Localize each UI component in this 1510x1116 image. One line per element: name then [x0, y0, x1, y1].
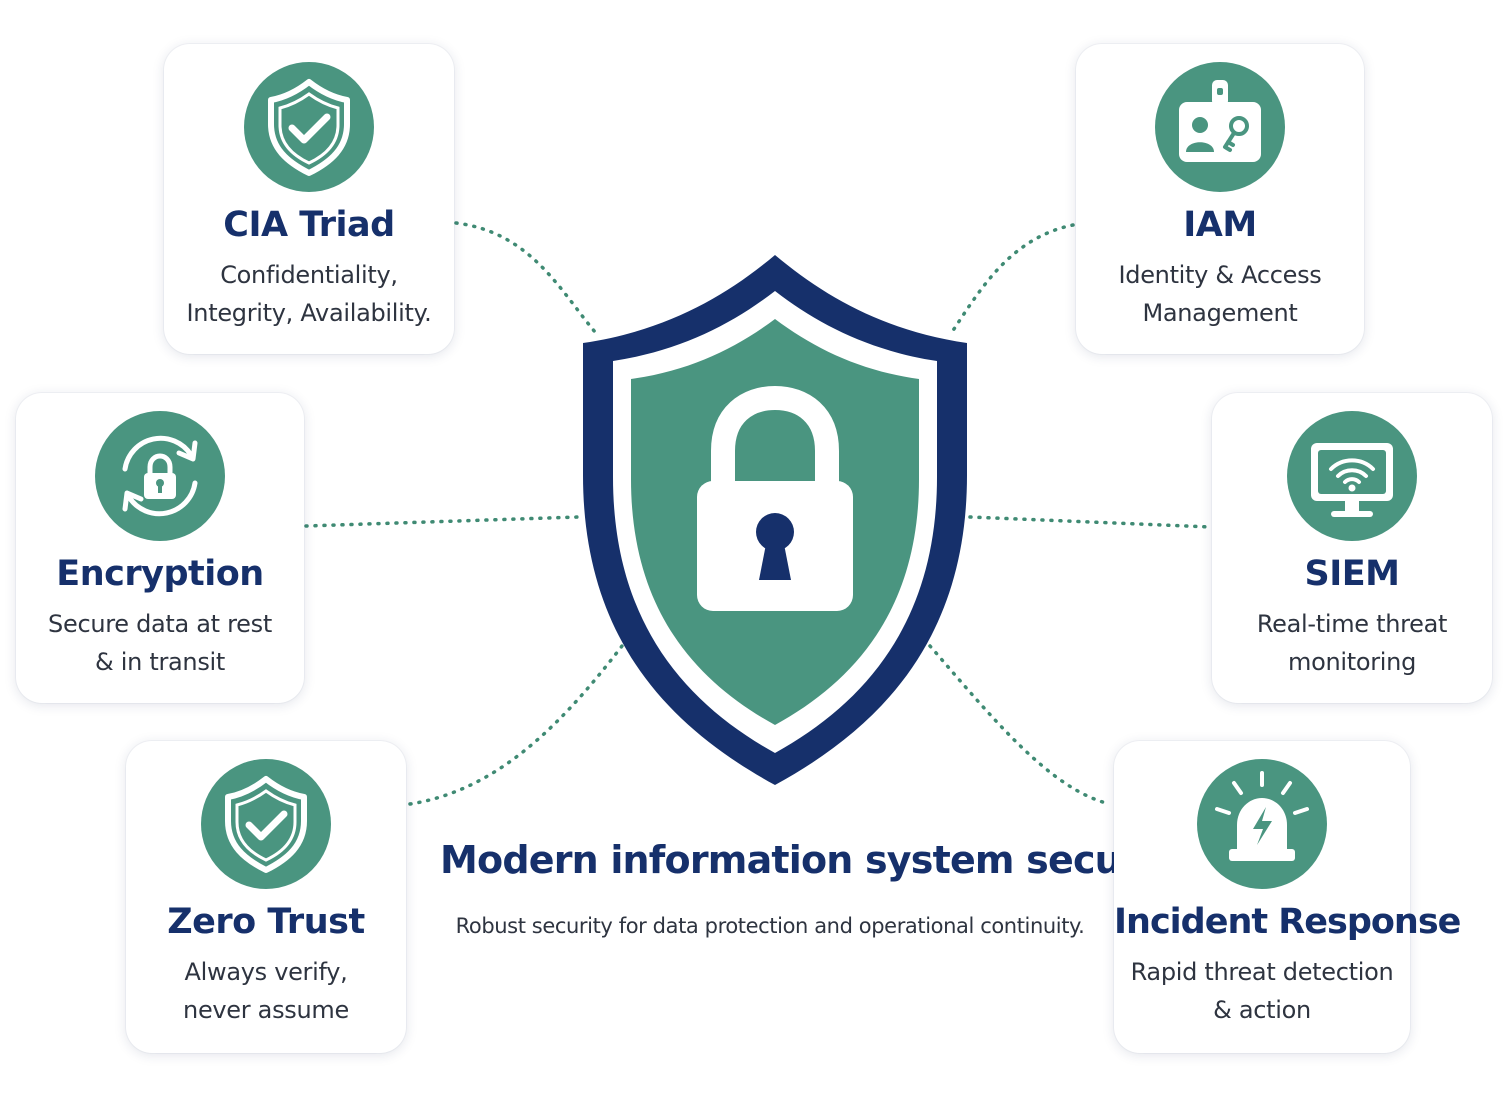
shield-check-icon	[201, 759, 331, 889]
card-description: Rapid threat detection & action	[1130, 958, 1394, 1024]
connector-siem	[968, 515, 1212, 529]
card-title: IAM	[1183, 205, 1257, 245]
card-incident-response: Incident Response Rapid threat detection…	[1114, 741, 1461, 1053]
connector-zerotrust	[408, 644, 624, 806]
id-badge-key-icon	[1155, 62, 1285, 192]
card-description: Confidentiality, Integrity, Availability…	[186, 261, 432, 327]
alarm-siren-icon	[1197, 759, 1327, 889]
shield-check-icon	[244, 62, 374, 192]
card-zero-trust: Zero Trust Always verify, never assume	[126, 741, 406, 1053]
lock-cycle-icon	[95, 411, 225, 541]
connector-encryption	[304, 515, 580, 528]
monitor-wifi-icon	[1287, 411, 1417, 541]
card-siem: SIEM Real-time threat monitoring	[1212, 393, 1492, 703]
card-description: Identity & Access Management	[1118, 261, 1322, 327]
main-subtitle: Robust security for data protection and …	[455, 914, 1085, 938]
card-encryption: Encryption Secure data at rest & in tran…	[16, 393, 304, 703]
main-title: Modern information system security	[440, 838, 1193, 882]
card-title: SIEM	[1304, 554, 1400, 594]
card-description: Real-time threat monitoring	[1256, 610, 1448, 676]
card-title: Encryption	[56, 554, 264, 594]
card-description: Always verify, never assume	[183, 958, 349, 1024]
card-title: Incident Response	[1114, 902, 1461, 942]
connector-cia	[454, 221, 597, 334]
card-description: Secure data at rest & in transit	[48, 610, 272, 676]
card-cia-triad: CIA Triad Confidentiality, Integrity, Av…	[164, 44, 454, 354]
card-iam: IAM Identity & Access Management	[1076, 44, 1364, 354]
shield-lock-icon	[583, 255, 967, 785]
card-title: Zero Trust	[167, 902, 365, 942]
card-title: CIA Triad	[223, 205, 395, 245]
connector-incident	[928, 644, 1112, 806]
